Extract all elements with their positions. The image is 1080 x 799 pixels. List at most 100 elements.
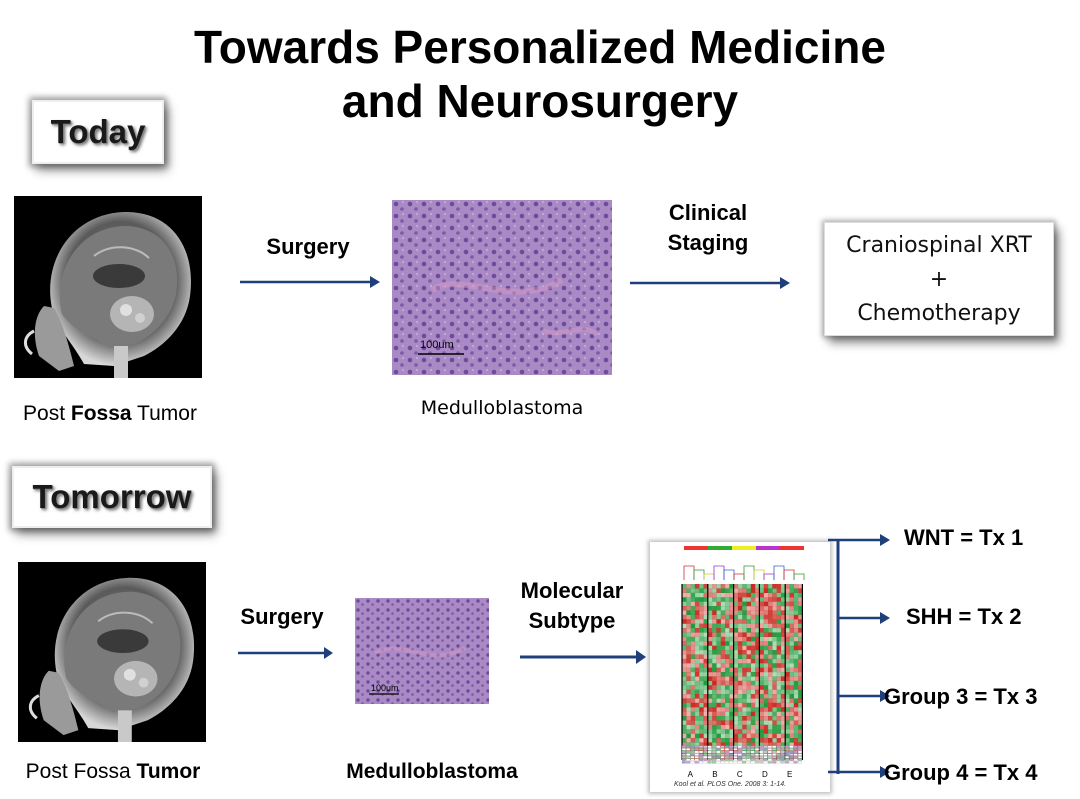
heatmap-annotation-cell [690,761,695,764]
heatmap-cell [712,720,717,725]
heatmap-cell [793,676,799,681]
heatmap-cell [763,584,769,589]
heatmap-annotation-cell [707,750,712,754]
heatmap-cell [707,720,713,725]
heatmap-cell [716,742,721,747]
heatmap-annotation-cell [686,750,691,754]
heatmap-cell [755,689,760,695]
heatmap-cell [772,685,777,690]
heatmap-annotation-cell [681,753,686,756]
heatmap-cell [798,597,803,602]
heatmap-cell [729,584,734,589]
heatmap-cell [755,588,760,593]
heatmap-cell [759,738,764,743]
heatmap-cell [707,716,713,721]
heatmap-annotation-cell [793,756,798,759]
heatmap-cell [712,751,717,756]
heatmap-cell [750,623,756,629]
heatmap-annotation-cell [716,761,721,764]
heatmap-cell [725,632,730,637]
heatmap-cell [780,658,786,664]
surgery-label-today: Surgery [266,234,350,259]
heatmap-annotation-cell [742,761,746,764]
heatmap-cell [772,733,777,739]
heatmap-cell [716,592,721,598]
heatmap-cell [690,685,696,690]
heatmap-cell [707,694,713,699]
heatmap-cell [725,738,730,743]
heatmap-cell [785,641,790,646]
heatmap-cell [720,720,726,725]
heatmap-cell [686,606,691,611]
heatmap-cell [682,610,687,615]
heatmap-cell [720,645,726,651]
heatmap-annotation-cell [763,748,768,751]
heatmap-annotation-cell [720,745,725,748]
heatmap-annotation-cell [681,750,686,754]
heatmap-cell [772,588,777,593]
heatmap-cell [682,733,687,739]
heatmap-cell [742,676,747,681]
heatmap-cell [746,610,751,615]
heatmap-annotation-cell [690,745,695,748]
heatmap-cell [737,724,743,730]
heatmap-annotation-cell [729,753,734,756]
heatmap-cell [690,733,696,739]
heatmap-cell [720,680,726,686]
heatmap-annotation-cell [699,748,704,751]
heatmap-cell [785,610,790,615]
heatmap-cell [798,650,803,655]
heatmap-annotation-cell [798,750,802,754]
heatmap-cell [759,628,764,633]
heatmap-cell [729,641,734,646]
heatmap-cell [690,601,696,607]
heatmap-cell [686,628,691,633]
heatmap-cell [712,601,717,607]
heatmap-cell [720,606,726,611]
heatmap-cell [707,597,713,602]
heatmap-cell [776,645,782,651]
heatmap-cell [763,628,769,633]
heatmap-cell [798,632,803,637]
heatmap-cell [768,636,773,642]
heatmap-cell [720,729,726,734]
heatmap-cell [780,742,786,747]
heatmap-cell [789,632,794,637]
heatmap-cell [703,724,708,730]
heatmap-cell [785,601,790,607]
heatmap-cell [785,623,790,629]
heatmap-cell [776,597,782,602]
heatmap-cell [729,606,734,611]
heatmap-cell [707,733,713,739]
heatmap-cell [686,733,691,739]
heatmap-cell [755,698,760,703]
heatmap-top-bar-cell [684,546,696,550]
heatmap-cell [746,658,751,664]
heatmap-cell [742,592,747,598]
heatmap-cell [798,680,803,686]
heatmap-cell [776,672,782,677]
heatmap-cell [720,663,726,668]
heatmap-cell [768,658,773,664]
heatmap-cell [716,672,721,677]
heatmap-dendrogram-branch [703,573,715,580]
caption-part-tumor-bold: Tumor [136,760,201,783]
heatmap-cell [772,689,777,695]
heatmap-annotation-cell [759,753,764,756]
heatmap-cell [768,654,773,659]
heatmap-annotation-cell [798,758,802,761]
heatmap-cell [763,716,769,721]
heatmap-cell [759,597,764,602]
heatmap-cell [759,663,764,668]
heatmap-annotation-cell [703,753,708,756]
heatmap-cell [793,588,799,593]
heatmap-cell [699,702,704,708]
heatmap-cell [750,680,756,686]
heatmap-cell [737,716,743,721]
heatmap-cell [703,645,708,651]
heatmap-graphic [681,546,805,764]
heatmap-cell [690,667,696,673]
heatmap-cell [690,680,696,686]
heatmap-cell [694,663,700,668]
heatmap-cell [780,641,786,646]
